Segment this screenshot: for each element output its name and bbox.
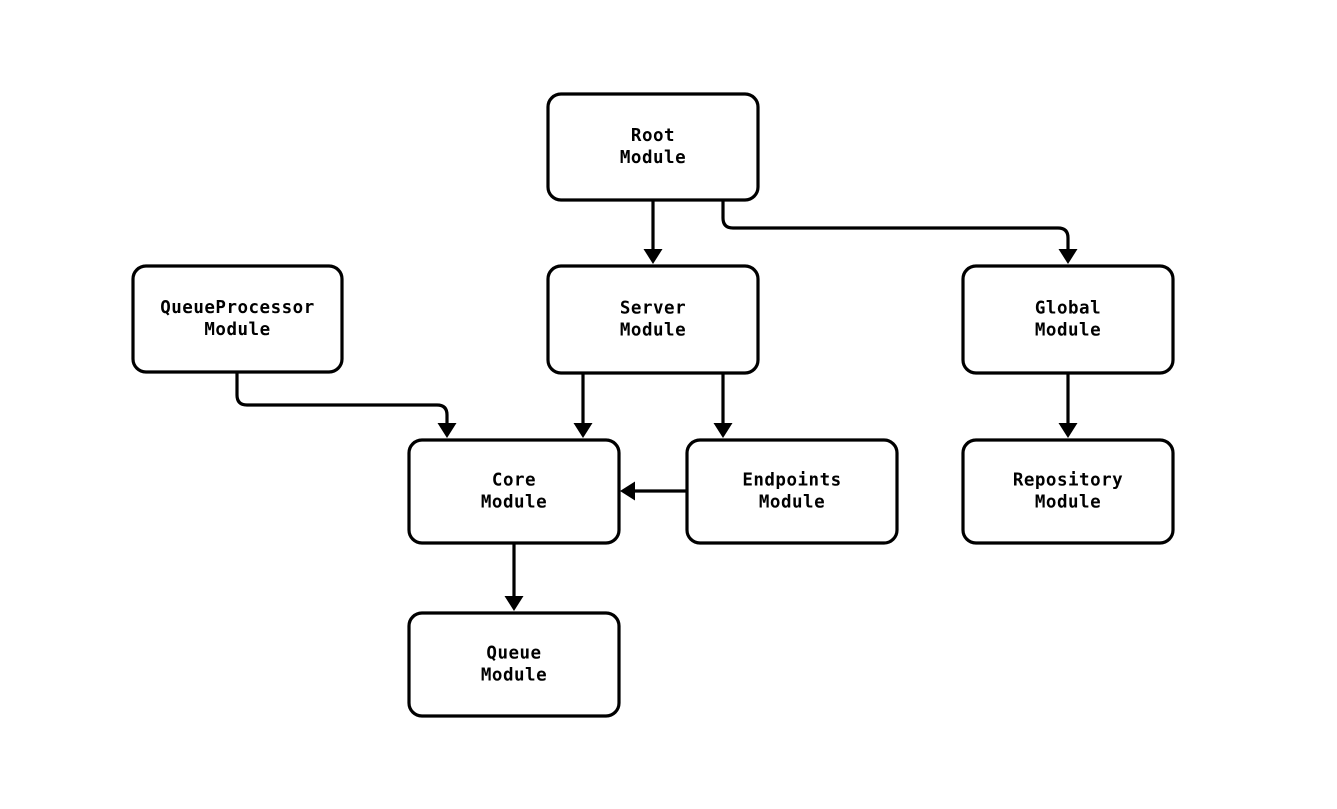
node-label-suffix: Module: [1035, 493, 1101, 513]
node-label-name: Server: [620, 299, 686, 319]
arrowhead-icon: [504, 596, 524, 611]
node-label-name: Queue: [486, 644, 541, 664]
node-box-queueprocessor[interactable]: [131, 264, 344, 374]
node-label-suffix: Module: [759, 493, 825, 513]
node-box-server[interactable]: [546, 264, 760, 375]
node-label-suffix: Module: [481, 666, 547, 686]
edge-core-to-queue: Core Module depends on Queue Module: [504, 543, 524, 611]
node-label-suffix: Module: [620, 148, 686, 168]
node-label-suffix: Module: [481, 493, 547, 513]
node-label-suffix: Module: [204, 320, 270, 340]
edge-line: [235, 372, 449, 424]
edge-queueprocessor-to-core: QueueProcessor Module depends on Core Mo…: [235, 372, 457, 438]
edge-endpoints-to-core: Endpoints Module depends on Core Module: [620, 481, 687, 501]
node-box-global[interactable]: [961, 264, 1175, 375]
node-label-name: Repository: [1013, 471, 1123, 491]
edge-global-to-repository: Global Module depends on Repository Modu…: [1058, 373, 1078, 438]
node-label-name: Endpoints: [742, 471, 841, 491]
node-label-name: QueueProcessor: [160, 298, 315, 318]
arrowhead-icon: [643, 249, 663, 264]
edges-layer: Root Module depends on Server Module Root…: [235, 200, 1078, 611]
node-box-repository[interactable]: [961, 438, 1175, 545]
arrowhead-icon: [1058, 423, 1078, 438]
edge-server-to-core: Server Module depends on Core Module: [573, 373, 593, 438]
edge-root-to-server: Root Module depends on Server Module: [643, 200, 663, 264]
node-box-queue[interactable]: [407, 611, 621, 718]
node-box-root[interactable]: [546, 92, 760, 202]
node-box-core[interactable]: [407, 438, 621, 545]
node-label-name: Global: [1035, 299, 1101, 319]
edge-root-to-global: Root Module depends on Global Module: [721, 200, 1078, 264]
node-label-name: Root: [631, 126, 675, 146]
node-label-suffix: Module: [1035, 321, 1101, 341]
arrowhead-icon: [1058, 249, 1078, 264]
edge-line: [721, 200, 1070, 250]
arrowhead-icon: [573, 423, 593, 438]
arrowhead-icon: [437, 423, 457, 438]
node-label-suffix: Module: [620, 321, 686, 341]
arrowhead-icon: [620, 481, 635, 501]
node-label-name: Core: [492, 471, 536, 491]
nodes-layer: RootModuleQueueProcessorModuleServerModu…: [131, 92, 1175, 718]
arrowhead-icon: [713, 423, 733, 438]
edge-server-to-endpoints: Server Module depends on Endpoints Modul…: [713, 373, 733, 438]
node-box-endpoints[interactable]: [685, 438, 899, 545]
